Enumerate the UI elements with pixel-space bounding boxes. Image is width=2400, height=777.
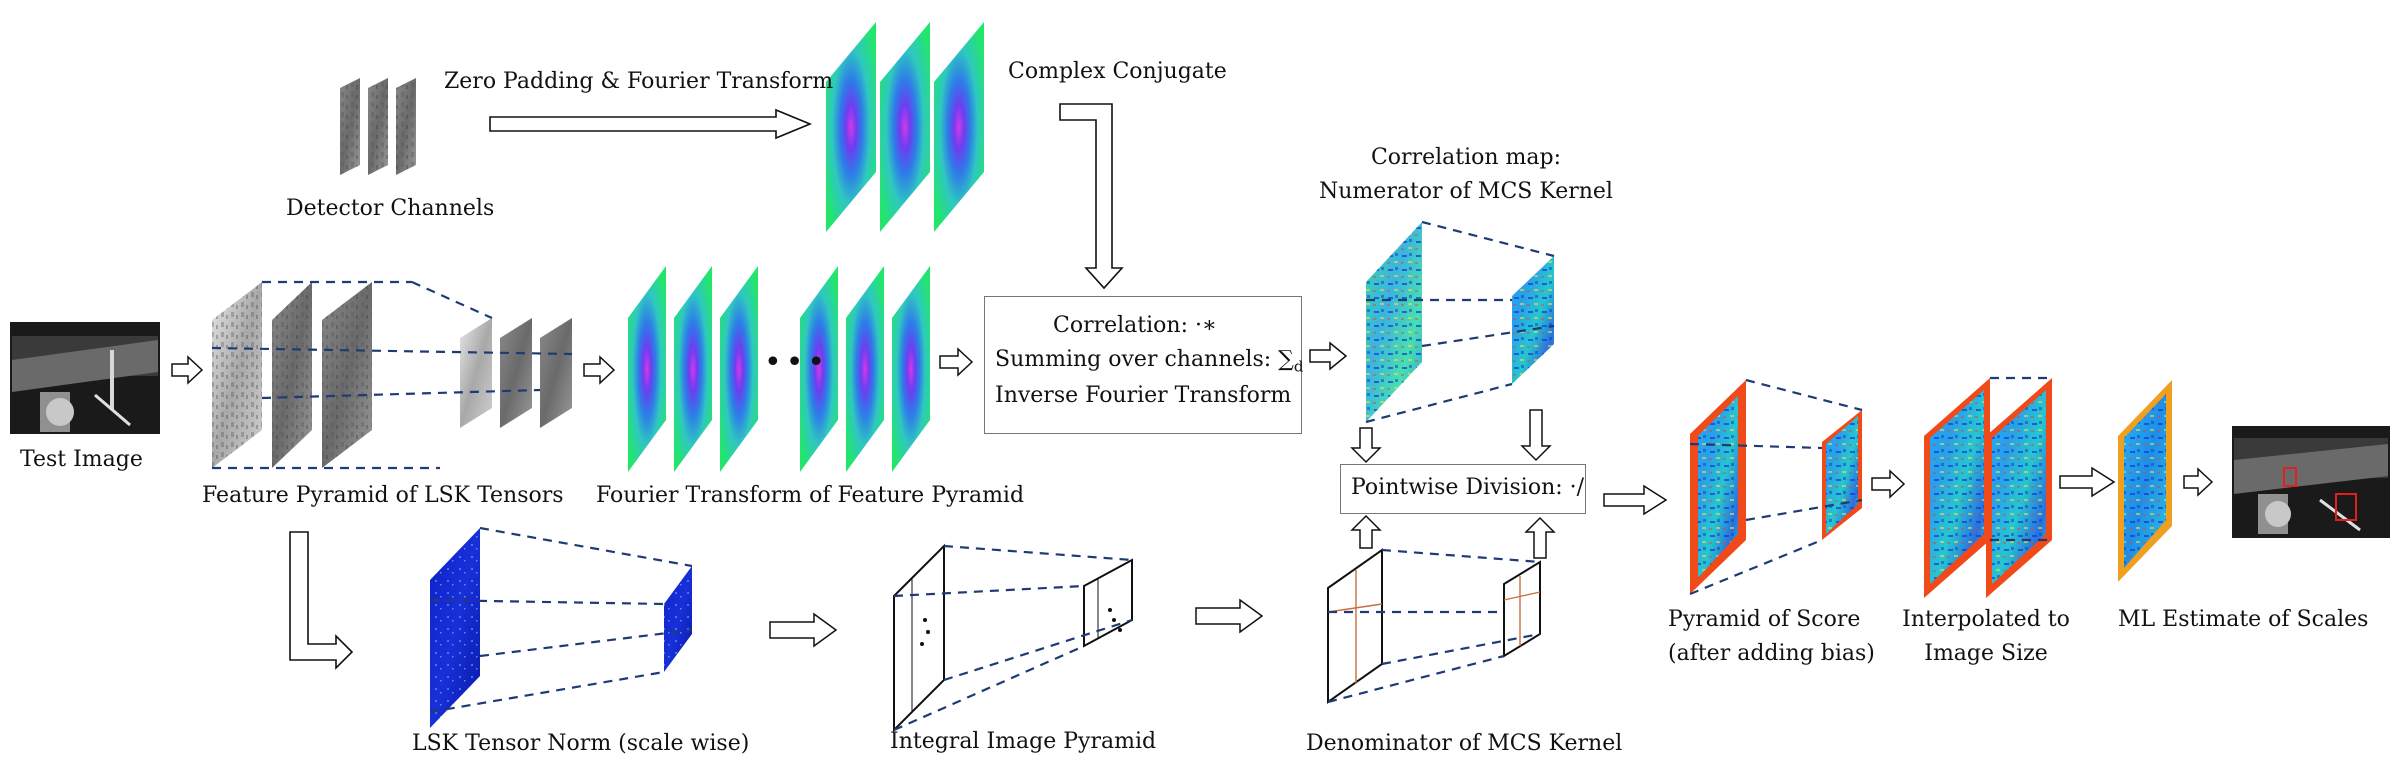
label-lsk-tensor-norm: LSK Tensor Norm (scale wise) — [412, 731, 750, 756]
test-image — [10, 322, 160, 434]
label-detector-channels: Detector Channels — [286, 196, 495, 221]
label-correlation-map-line1: Correlation map: — [1370, 145, 1562, 170]
correlation-box-line3: Inverse Fourier Transform — [995, 383, 1292, 408]
result-image — [2232, 426, 2390, 538]
detection-box-small — [2283, 467, 2297, 487]
integral-image-pyramid — [893, 543, 1133, 733]
arrow-score-to-interp — [1871, 469, 1906, 499]
label-denominator: Denominator of MCS Kernel — [1306, 731, 1623, 756]
label-ft-feature-pyramid: Fourier Transform of Feature Pyramid — [596, 483, 1025, 508]
arrow-division-to-score — [1603, 484, 1668, 516]
correlation-box-line2-text: Summing over channels: ∑ — [995, 347, 1294, 372]
detection-box-large — [2335, 493, 2357, 521]
correlation-box: Correlation: ·∗ Summing over channels: ∑… — [984, 296, 1303, 434]
lsk-tensor-norm — [429, 526, 693, 728]
correlation-box-line1: Correlation: ·∗ — [1053, 313, 1217, 338]
feature-pyramid — [211, 280, 573, 470]
label-integral-image-pyramid: Integral Image Pyramid — [890, 729, 1157, 754]
arrow-pyramid-to-norm — [289, 531, 354, 670]
label-pyramid-score: Pyramid of Score (after adding bias) — [1668, 606, 1875, 667]
ft-feature-pyramid — [628, 266, 930, 472]
score-pyramid — [1689, 378, 1863, 596]
label-pyramid-score-line2: (after adding bias) — [1668, 640, 1875, 666]
arrow-complex-conjugate — [1059, 103, 1124, 290]
interpolated-stack — [1924, 376, 2052, 598]
ml-estimate-map — [2118, 380, 2172, 582]
label-interpolated: Interpolated to Image Size — [1896, 606, 2076, 667]
detector-ft-stack — [826, 22, 984, 232]
label-complex-conjugate: Complex Conjugate — [1008, 59, 1227, 84]
arrow-integral-to-denominator — [1195, 598, 1264, 634]
arrow-zero-padding — [489, 108, 813, 140]
correlation-map — [1365, 220, 1555, 424]
arrow-pyramid-to-ft — [583, 355, 616, 385]
label-zero-padding-ft: Zero Padding & Fourier Transform — [444, 69, 834, 94]
arrows-denominator-to-division — [1350, 514, 1556, 559]
arrow-ft-to-correlation — [939, 347, 974, 377]
denominator-pyramid — [1327, 548, 1541, 704]
arrow-correlation-to-map — [1309, 341, 1348, 371]
ellipsis-dots: ••• — [764, 345, 830, 380]
division-box-text: Pointwise Division: ·/ — [1351, 475, 1585, 500]
correlation-box-line2-sub: d — [1293, 357, 1304, 376]
label-correlation-map: Correlation map: Numerator of MCS Kernel — [1316, 144, 1616, 205]
label-interpolated-line2: Image Size — [1924, 640, 2048, 666]
division-box: Pointwise Division: ·/ — [1340, 464, 1586, 514]
label-feature-pyramid: Feature Pyramid of LSK Tensors — [202, 483, 564, 508]
arrows-numerator-to-division — [1350, 409, 1552, 464]
label-test-image: Test Image — [20, 447, 143, 472]
detector-channels-stack — [340, 78, 416, 175]
label-ml-estimate: ML Estimate of Scales — [2118, 607, 2369, 632]
label-interpolated-line1: Interpolated to — [1902, 607, 2070, 632]
arrow-ml-to-result — [2183, 467, 2214, 497]
arrow-test-to-pyramid — [171, 355, 204, 385]
label-correlation-map-line2: Numerator of MCS Kernel — [1319, 178, 1613, 204]
label-pyramid-score-line1: Pyramid of Score — [1668, 607, 1861, 632]
arrow-interp-to-ml — [2059, 466, 2116, 498]
arrow-norm-to-integral — [769, 612, 838, 648]
correlation-box-line2: Summing over channels: ∑d — [995, 347, 1303, 375]
